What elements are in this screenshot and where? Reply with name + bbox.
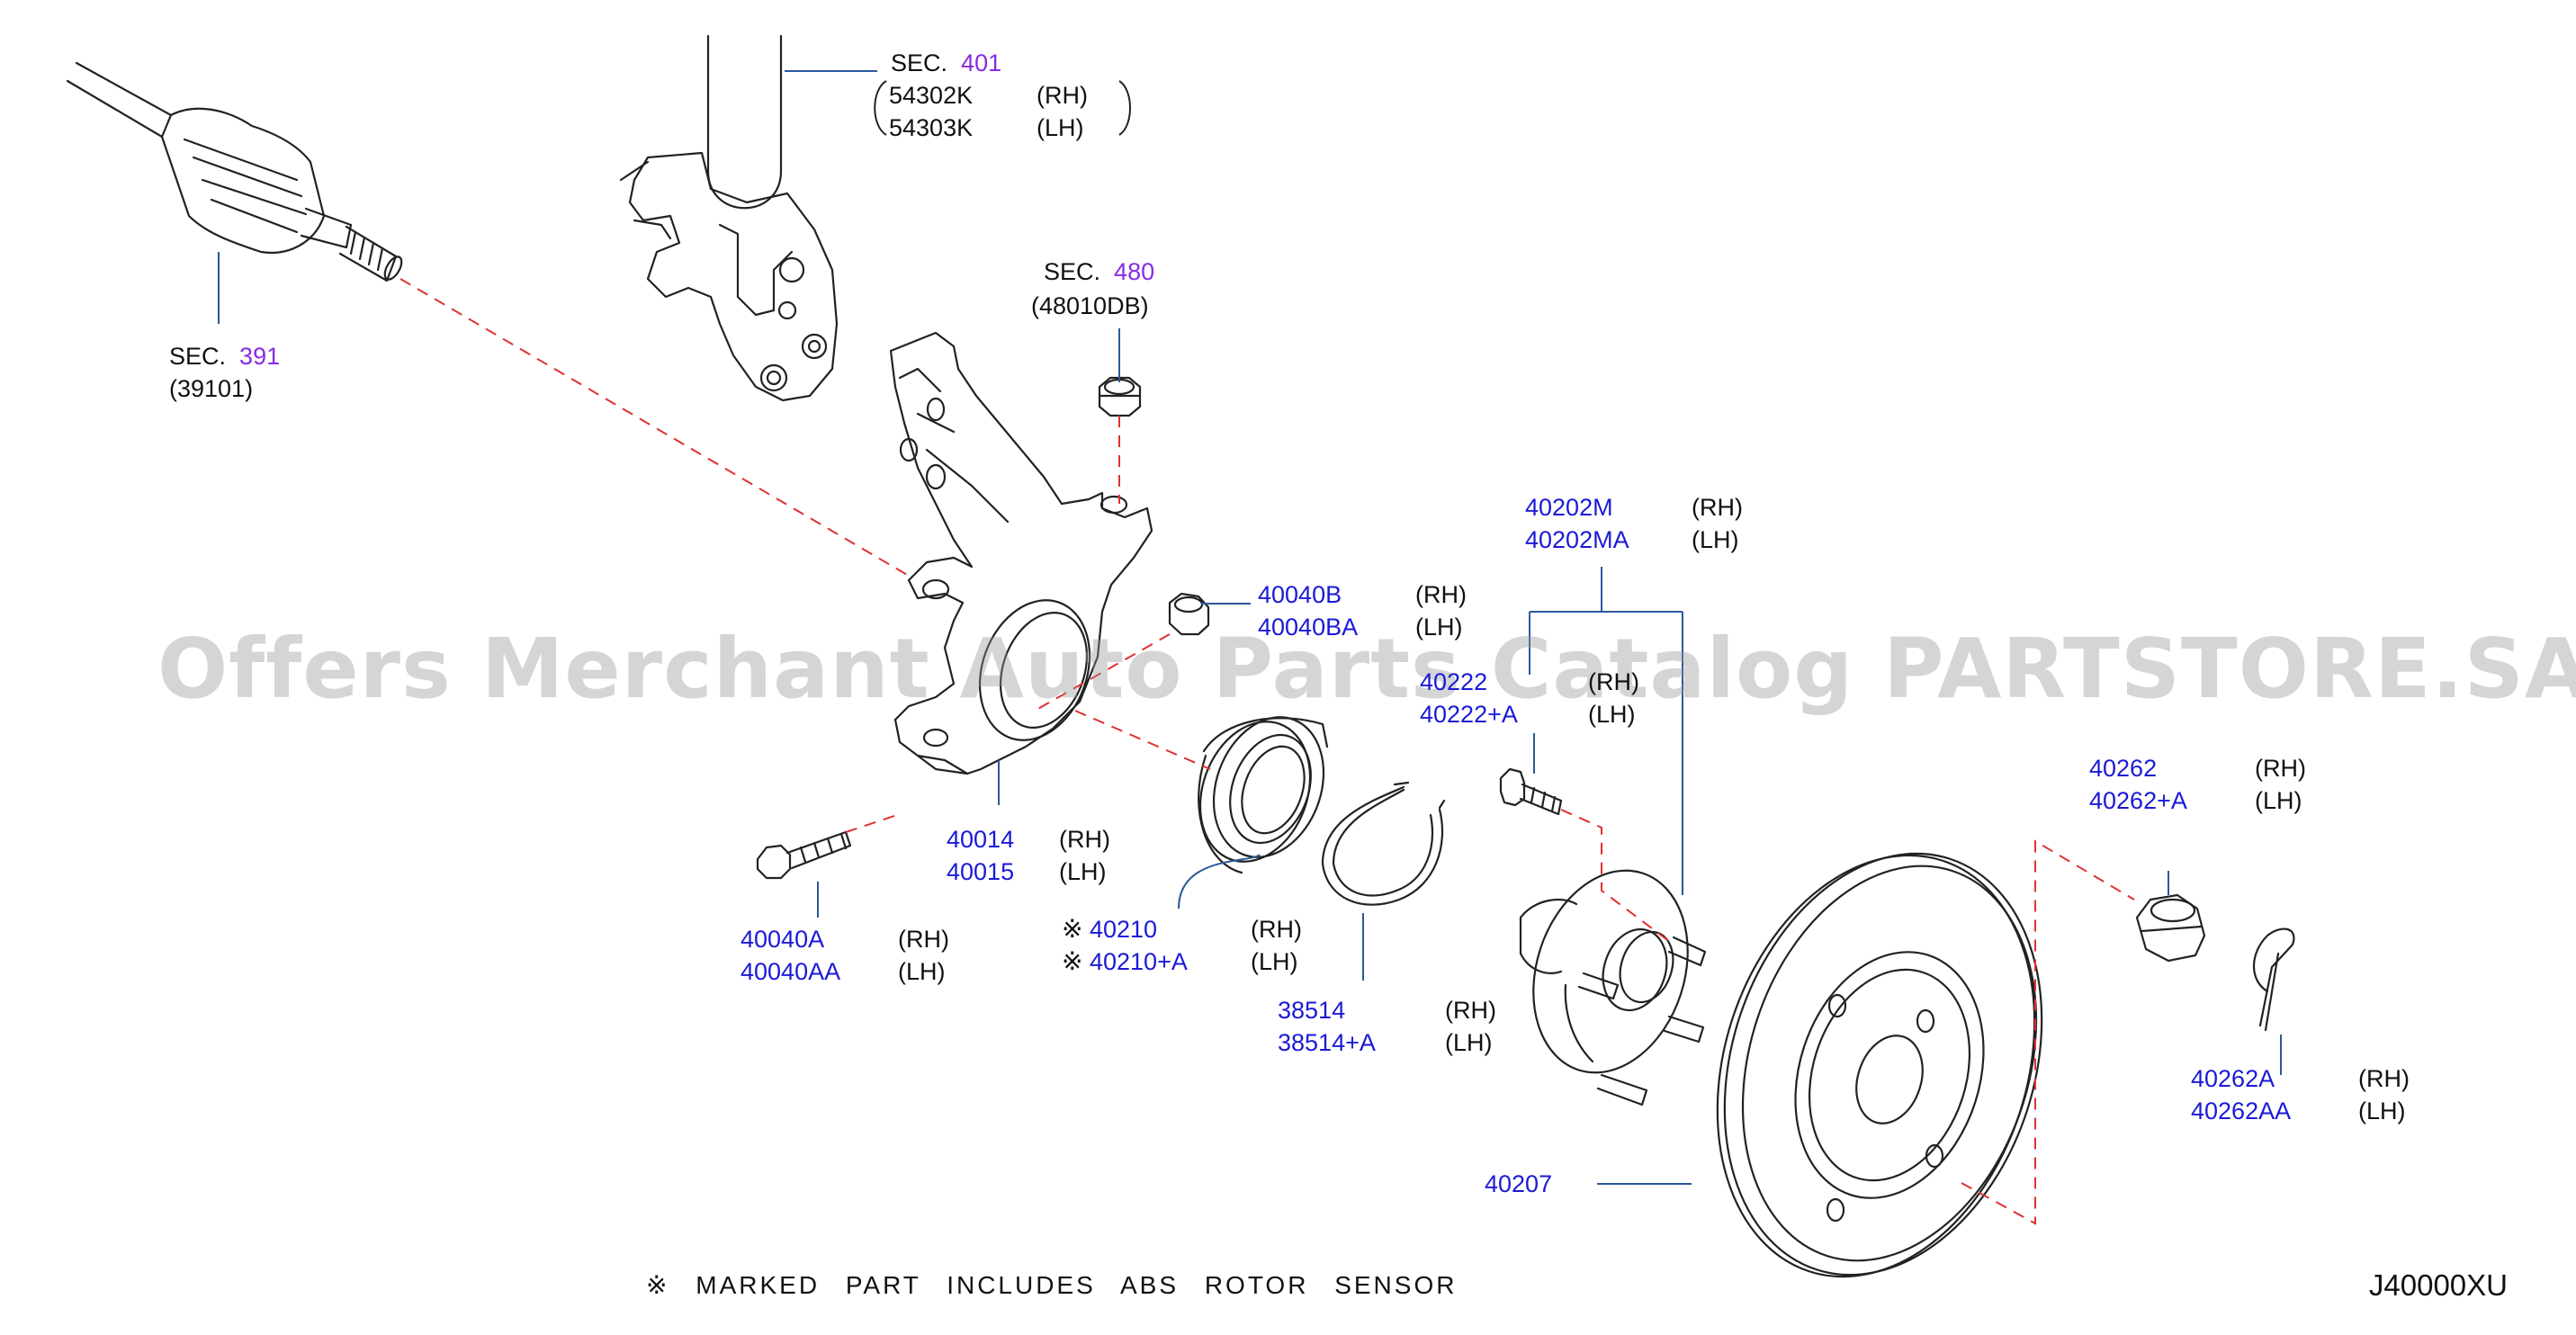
snap-ring[interactable]	[1321, 781, 1446, 906]
label-sec-480: SEC. 480	[1044, 255, 1154, 288]
side-lh: (LH)	[1588, 701, 1636, 728]
label-40014: 40014 (RH) 40015 (LH)	[947, 823, 1110, 888]
hub-bolt[interactable]	[1499, 767, 1563, 816]
sec-prefix: SEC.	[891, 49, 948, 76]
abs-mark-icon: ※	[646, 1271, 670, 1299]
tie-rod-nut[interactable]	[1098, 376, 1142, 417]
footnote-text: MARKED PART INCLUDES ABS ROTOR SENSOR	[696, 1271, 1458, 1299]
part-40040a-link[interactable]: 40040A	[740, 926, 825, 953]
cotter-pin[interactable]	[2252, 927, 2295, 1032]
label-40262: 40262 (RH) 40262+A (LH)	[2089, 752, 2306, 817]
part-40222a-link[interactable]: 40222+A	[1420, 701, 1518, 728]
side-rh: (RH)	[1059, 826, 1110, 853]
sec-391-link[interactable]: 391	[239, 343, 281, 370]
label-40210: ※ 40210 (RH) ※ 40210+A (LH)	[1062, 913, 1302, 978]
side-rh: (RH)	[1251, 916, 1302, 943]
sec-401-rh-part: 54302K	[889, 82, 974, 109]
side-rh: (RH)	[2358, 1065, 2410, 1092]
wheel-hub[interactable]	[1508, 850, 1712, 1107]
part-40262a-link[interactable]: 40262+A	[2089, 787, 2187, 814]
part-38514-link[interactable]: 38514	[1278, 997, 1346, 1024]
side-lh: (LH)	[898, 958, 946, 985]
label-40202: 40202M (RH) 40202MA (LH)	[1525, 491, 1743, 556]
side-rh: (RH)	[1445, 997, 1496, 1024]
sec-401-link[interactable]: 401	[961, 49, 1002, 76]
part-40262-link[interactable]: 40262	[2089, 755, 2158, 782]
part-40210a-link[interactable]: 40210+A	[1089, 948, 1188, 975]
wheel-bearing[interactable]	[1181, 702, 1342, 877]
part-40262aa-link[interactable]: 40262AA	[2191, 1098, 2292, 1124]
part-40222-link[interactable]: 40222	[1420, 668, 1488, 695]
part-40040b-link[interactable]: 40040B	[1258, 581, 1342, 608]
side-lh: (LH)	[1037, 114, 1084, 141]
abs-mark-icon: ※	[1062, 947, 1083, 975]
drive-shaft[interactable]	[66, 61, 405, 282]
part-40202ma-link[interactable]: 40202MA	[1525, 526, 1629, 553]
axle-nut[interactable]	[2135, 893, 2206, 963]
side-lh: (LH)	[2255, 787, 2302, 814]
knuckle-bolt[interactable]	[756, 830, 852, 880]
label-sec-401-parts: 54302K (RH) 54303K (LH)	[889, 79, 1088, 144]
side-rh: (RH)	[1037, 82, 1088, 109]
sec-prefix: SEC.	[169, 343, 227, 370]
part-40040aa-link[interactable]: 40040AA	[740, 958, 841, 985]
hub-nut-40040b[interactable]	[1168, 592, 1210, 636]
side-lh: (LH)	[1445, 1029, 1493, 1056]
leader-lines	[218, 70, 2282, 1185]
label-40040b: 40040B (RH) 40040BA (LH)	[1258, 578, 1467, 643]
sec-391-part: (39101)	[169, 375, 254, 402]
strut-assembly[interactable]	[619, 34, 839, 402]
part-40015-link[interactable]: 40015	[947, 858, 1015, 885]
label-40262a: 40262A (RH) 40262AA (LH)	[2191, 1062, 2410, 1127]
steering-knuckle[interactable]	[889, 331, 1153, 775]
side-rh: (RH)	[898, 926, 949, 953]
sec-401-lh-part: 54303K	[889, 114, 974, 141]
part-38514a-link[interactable]: 38514+A	[1278, 1029, 1376, 1056]
brake-rotor[interactable]	[1665, 812, 2094, 1318]
part-40202m-link[interactable]: 40202M	[1525, 494, 1613, 521]
label-40207: 40207	[1485, 1168, 1552, 1200]
part-40014-link[interactable]: 40014	[947, 826, 1015, 853]
abs-mark-icon: ※	[1062, 915, 1083, 943]
label-sec-401: SEC. 401	[891, 47, 1001, 79]
label-40222: 40222 (RH) 40222+A (LH)	[1420, 666, 1639, 730]
sec-prefix: SEC.	[1044, 258, 1101, 285]
part-40262a-pin-link[interactable]: 40262A	[2191, 1065, 2275, 1092]
part-40207-link[interactable]: 40207	[1485, 1170, 1553, 1197]
side-rh: (RH)	[2255, 755, 2306, 782]
label-sec-391: SEC. 391 (39101)	[169, 340, 280, 405]
label-40040a: 40040A (RH) 40040AA (LH)	[740, 923, 949, 988]
side-lh: (LH)	[1692, 526, 1739, 553]
side-rh: (RH)	[1588, 668, 1639, 695]
bracket-lines	[874, 80, 1131, 136]
label-38514: 38514 (RH) 38514+A (LH)	[1278, 994, 1496, 1059]
part-40040ba-link[interactable]: 40040BA	[1258, 614, 1359, 641]
sec-480-link[interactable]: 480	[1114, 258, 1155, 285]
side-rh: (RH)	[1692, 494, 1743, 521]
side-lh: (LH)	[2358, 1098, 2406, 1124]
label-sec-480-part: (48010DB)	[1031, 292, 1149, 319]
assembly-guide-lines	[399, 278, 2135, 1225]
side-rh: (RH)	[1415, 581, 1467, 608]
diagram-code: J40000XU	[2368, 1268, 2508, 1302]
footnote: ※ MARKED PART INCLUDES ABS ROTOR SENSOR	[646, 1270, 1457, 1300]
side-lh: (LH)	[1415, 614, 1463, 641]
side-lh: (LH)	[1251, 948, 1298, 975]
side-lh: (LH)	[1059, 858, 1107, 885]
part-40210-link[interactable]: 40210	[1089, 916, 1158, 943]
